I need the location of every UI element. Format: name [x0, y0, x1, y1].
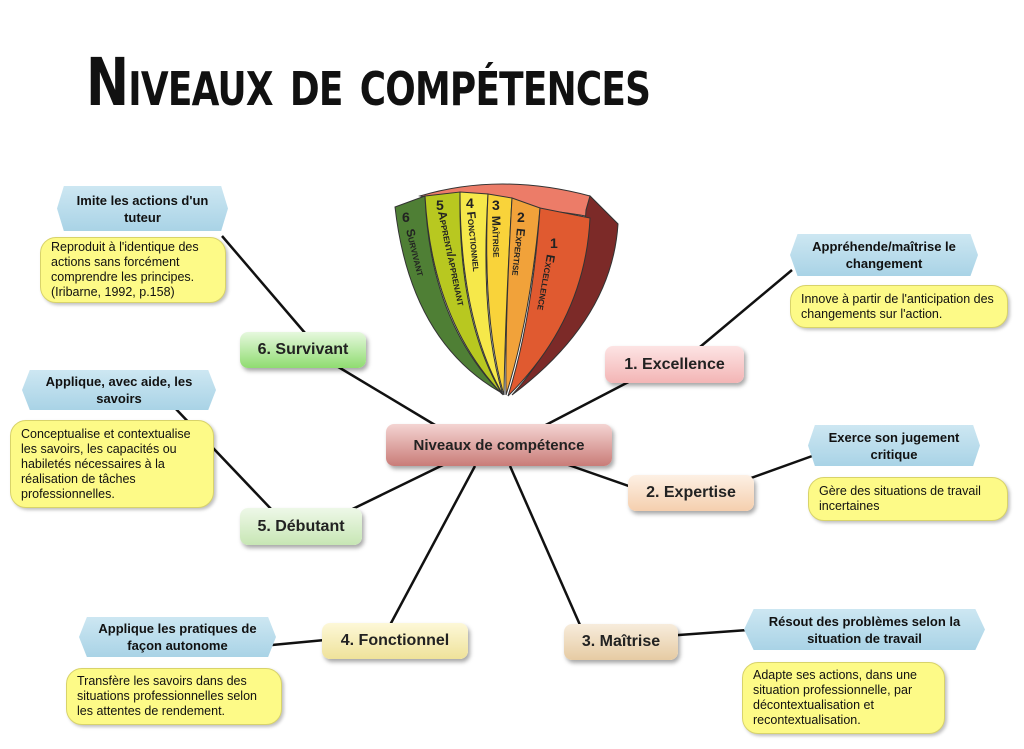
connector	[508, 465, 582, 626]
level-node-maitrise[interactable]: 3. Maîtrise	[564, 624, 678, 660]
skill-box-fonctionnel: Applique les pratiques de façon autonome	[79, 617, 276, 657]
desc-box-survivant: Reproduit à l'identique des actions sans…	[40, 237, 226, 303]
connector	[699, 269, 793, 348]
fan-num: 2	[517, 209, 525, 225]
desc-box-excellence: Innove à partir de l'anticipation des ch…	[790, 285, 1008, 328]
fan-num: 5	[436, 197, 444, 213]
fan-label: Fonctionnel	[464, 211, 484, 272]
connector	[334, 363, 441, 430]
connector	[559, 460, 641, 492]
connector	[221, 235, 306, 334]
fan-segment	[459, 191, 504, 396]
connector	[271, 638, 326, 647]
center-node[interactable]: Niveaux de compétence	[386, 424, 612, 466]
fan-num: 1	[550, 235, 558, 251]
level-node-fonctionnel[interactable]: 4. Fonctionnel	[322, 623, 468, 659]
level-node-debutant[interactable]: 5. Débutant	[240, 508, 362, 545]
fan-label: Maîtrise	[489, 216, 504, 259]
desc-box-maitrise: Adapte ses actions, dans une situation p…	[742, 662, 945, 734]
connector	[388, 465, 477, 626]
desc-box-fonctionnel: Transfère les savoirs dans des situation…	[66, 668, 282, 725]
skill-box-excellence: Appréhende/maîtrise le changement	[790, 234, 978, 276]
level-node-expertise[interactable]: 2. Expertise	[628, 475, 754, 511]
fan-label: Expertise	[509, 228, 528, 277]
connector	[664, 628, 749, 638]
competence-fan-illustration	[394, 183, 619, 397]
fan-num: 6	[402, 209, 410, 225]
desc-box-debutant: Conceptualise et contextualise les savoi…	[10, 420, 214, 508]
fan-segment	[507, 207, 591, 397]
fan-num: 4	[466, 195, 474, 211]
page-title: Niveaux de compétences	[86, 44, 651, 121]
level-node-survivant[interactable]: 6. Survivant	[240, 332, 366, 368]
skill-box-survivant: Imite les actions d'un tuteur	[57, 186, 228, 231]
skill-box-expertise: Exerce son jugement critique	[808, 425, 980, 466]
fan-segment	[505, 197, 541, 396]
level-node-excellence[interactable]: 1. Excellence	[605, 346, 744, 383]
connector	[539, 374, 641, 430]
skill-box-debutant: Applique, avec aide, les savoirs	[22, 370, 216, 410]
skill-box-maitrise: Résout des problèmes selon la situation …	[744, 609, 985, 650]
fan-num: 3	[492, 197, 500, 213]
desc-box-expertise: Gère des situations de travail incertain…	[808, 477, 1008, 521]
